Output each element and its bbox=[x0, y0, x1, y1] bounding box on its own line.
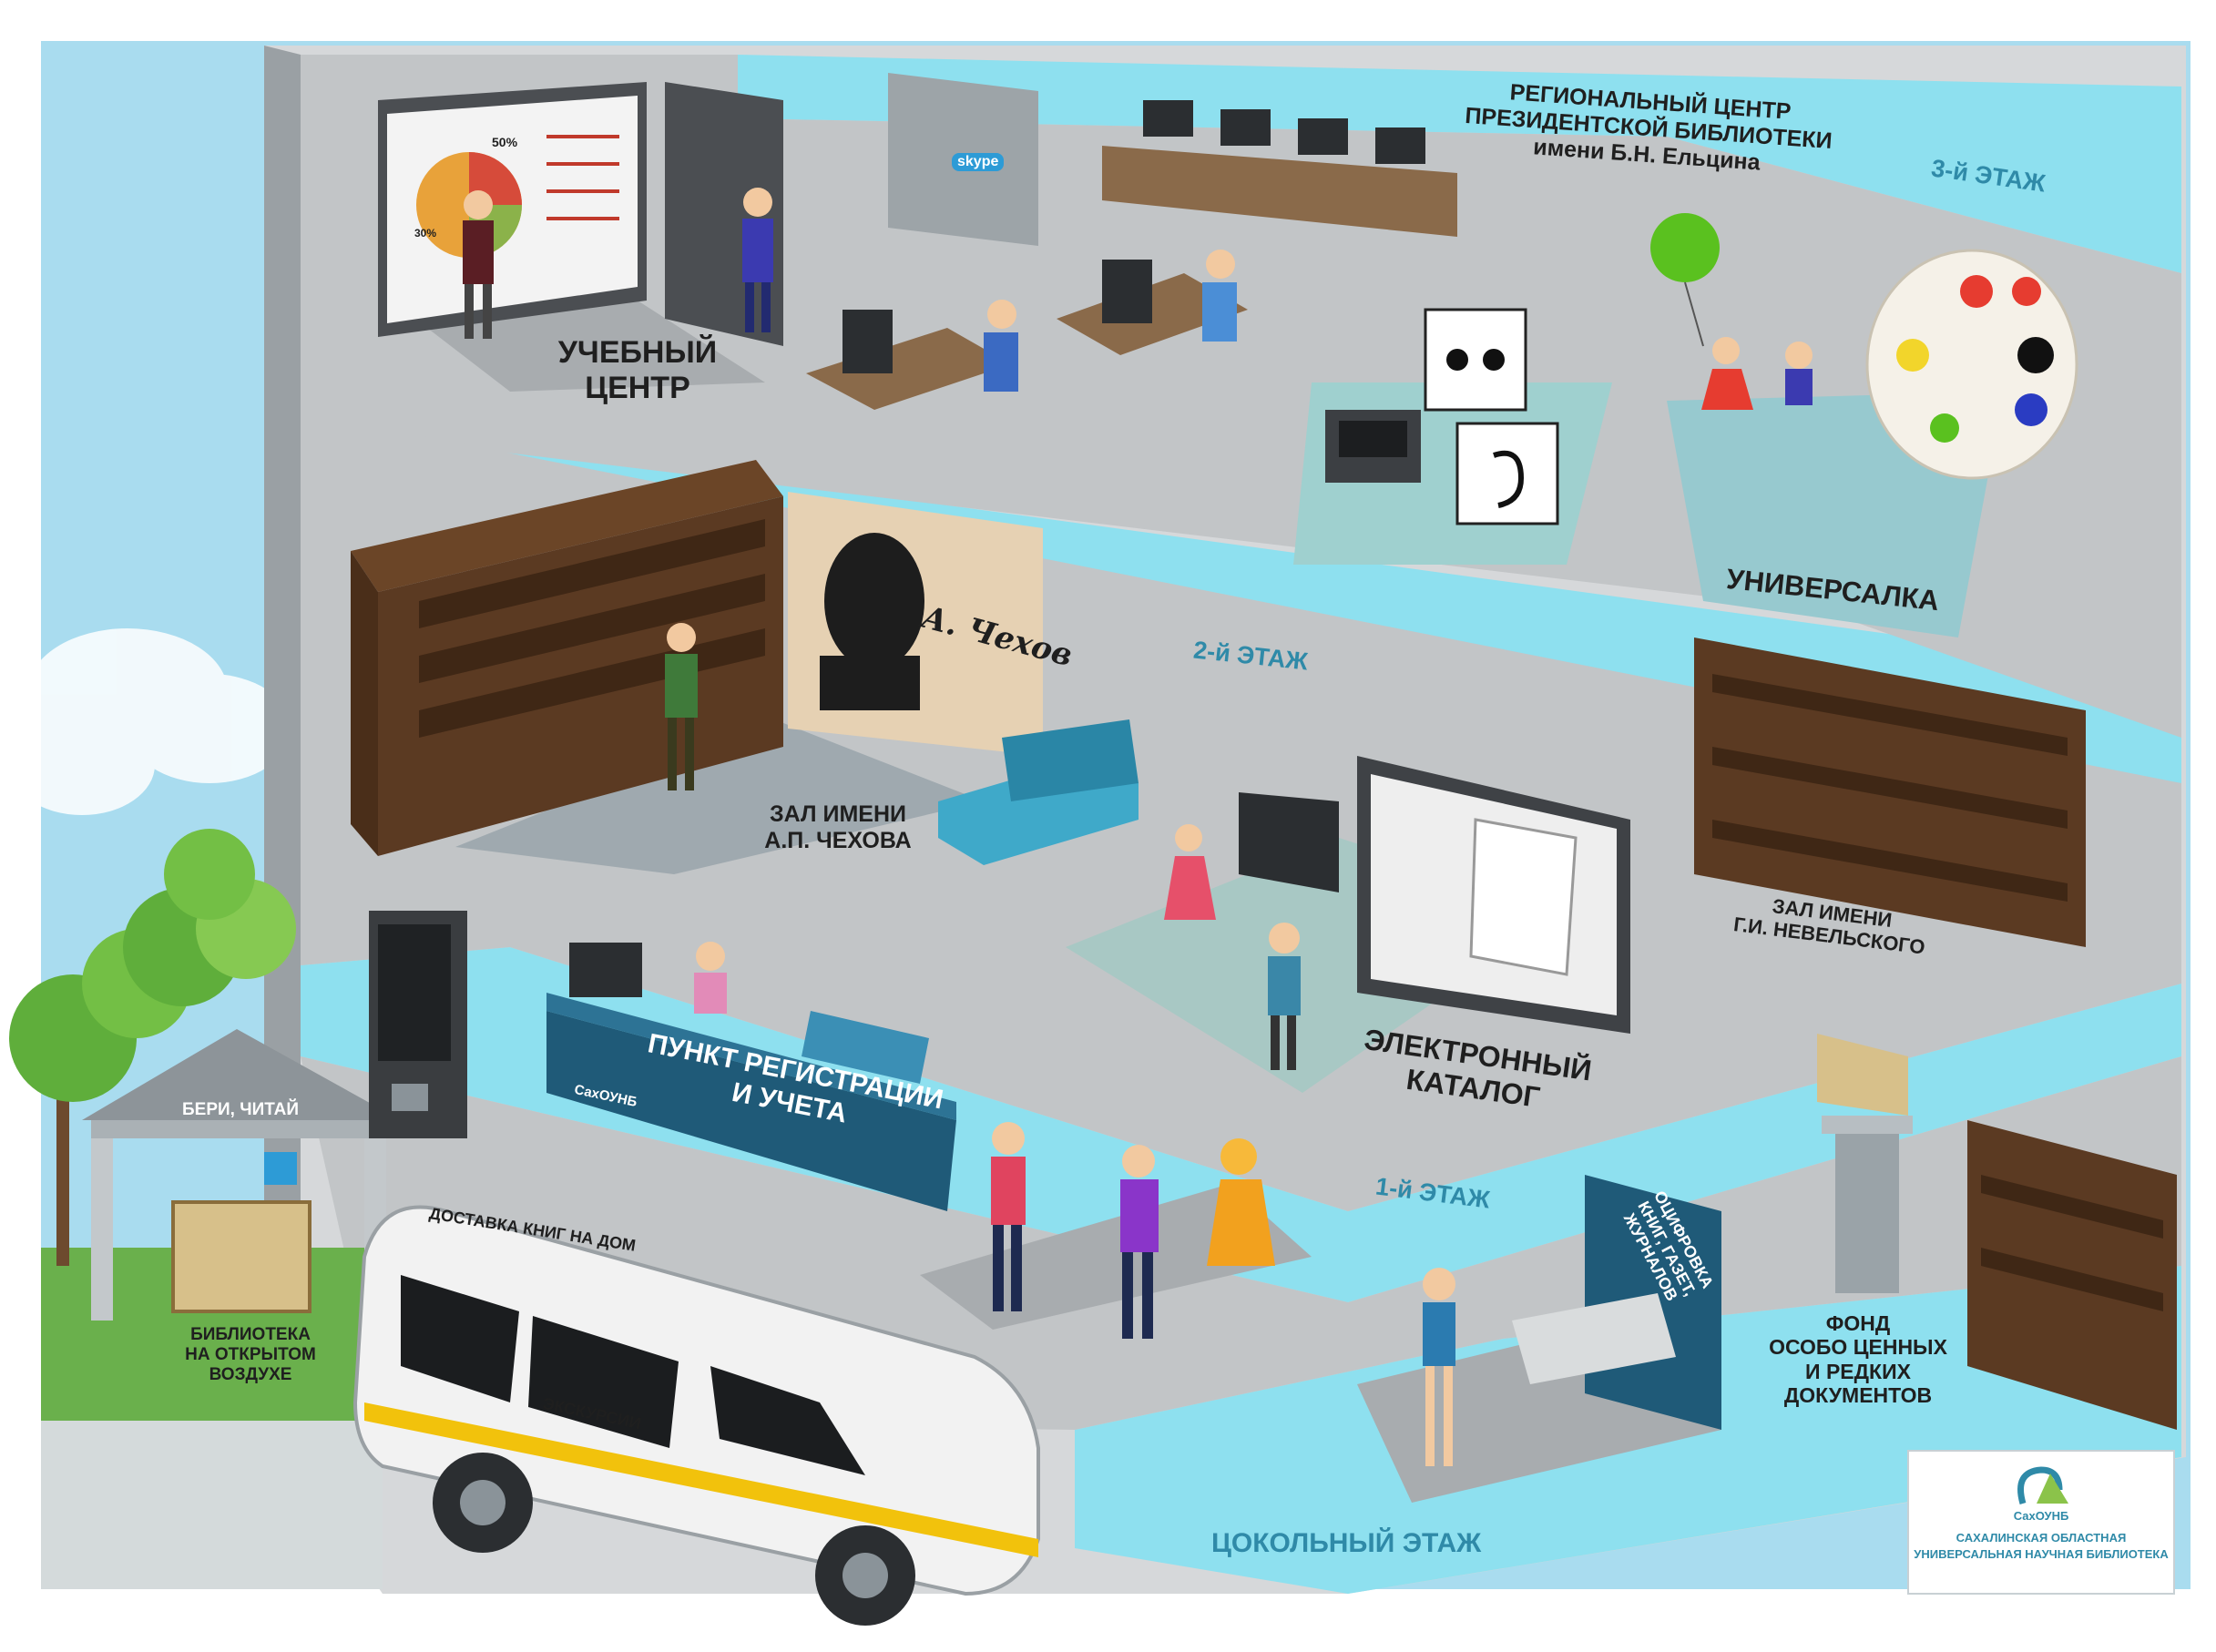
registration-desk-icon bbox=[546, 943, 956, 1211]
chart-label-50: 50% bbox=[492, 135, 518, 149]
tree-icon bbox=[9, 829, 296, 1266]
computer-desk-row-icon bbox=[1102, 100, 1457, 237]
room-open-air-line1: БИБЛИОТЕКА bbox=[190, 1325, 311, 1344]
room-open-air-line3: ВОЗДУХЕ bbox=[209, 1364, 292, 1384]
bookshelf-icon bbox=[1967, 1120, 2177, 1430]
accessibility-icons bbox=[1325, 308, 1559, 525]
bookshelf-icon bbox=[1694, 637, 2086, 947]
delivery-van-icon bbox=[352, 1205, 1040, 1626]
library-logo-name-2: УНИВЕРСАЛЬНАЯ НАУЧНАЯ БИБЛИОТЕКА bbox=[1914, 1547, 2169, 1561]
room-rare-line2: ОСОБО ЦЕННЫХ bbox=[1769, 1335, 1947, 1360]
room-open-air-line2: НА ОТКРЫТОМ bbox=[185, 1344, 316, 1364]
room-chekhov-line2: А.П. ЧЕХОВА bbox=[764, 827, 912, 853]
balloon-icon bbox=[1650, 213, 1720, 347]
library-logo-name-1: САХАЛИНСКАЯ ОБЛАСТНАЯ bbox=[1956, 1531, 2127, 1545]
presentation-screen-icon bbox=[378, 82, 647, 337]
room-training-center: УЧЕБНЫЙ ЦЕНТР bbox=[537, 335, 738, 406]
chart-label-30: 30% bbox=[414, 227, 437, 240]
library-logo: СахОУНБ САХАЛИНСКАЯ ОБЛАСТНАЯ УНИВЕРСАЛЬ… bbox=[1907, 1450, 2175, 1595]
floor-label-basement: ЦОКОЛЬНЫЙ ЭТАЖ bbox=[1211, 1528, 1482, 1558]
skype-logo: skype bbox=[952, 153, 1005, 172]
column-icon bbox=[1817, 1034, 1913, 1293]
pavement bbox=[41, 1421, 383, 1589]
sofa-icon bbox=[938, 719, 1139, 865]
room-rare-line3: И РЕДКИХ bbox=[1805, 1359, 1911, 1383]
room-training-center-line1: УЧЕБНЫЙ bbox=[557, 335, 718, 370]
wall-floor-3 bbox=[738, 55, 2181, 273]
digitization-sign-icon bbox=[1512, 1175, 1721, 1430]
zone-chekhov bbox=[455, 719, 984, 874]
sign-take-read: БЕРИ, ЧИТАЙ bbox=[182, 1100, 300, 1119]
chekhov-portrait-icon bbox=[788, 492, 1043, 756]
room-rare-line4: ДОКУМЕНТОВ bbox=[1783, 1383, 1933, 1408]
paint-palette-icon bbox=[1865, 249, 2078, 480]
library-logo-icon bbox=[2017, 1466, 2068, 1504]
room-chekhov-line1: ЗАЛ ИМЕНИ bbox=[770, 801, 906, 827]
room-rare-line1: ФОНД bbox=[1825, 1311, 1891, 1335]
library-logo-abbr: СахОУНБ bbox=[2013, 1509, 2069, 1523]
wall-floor-1 bbox=[301, 947, 2181, 1302]
workstation-icon bbox=[806, 260, 1248, 410]
room-open-air-library: БИБЛИОТЕКА НА ОТКРЫТОМ ВОЗДУХЕ bbox=[155, 1325, 346, 1385]
clouds bbox=[9, 628, 291, 815]
people-figures bbox=[463, 188, 1813, 1466]
room-chekhov-hall: ЗАЛ ИМЕНИ А.П. ЧЕХОВА bbox=[729, 801, 947, 854]
room-training-center-line2: ЦЕНТР bbox=[585, 371, 690, 406]
catalog-monitor-icon bbox=[1239, 756, 1630, 1034]
room-rare-fund: ФОНД ОСОБО ЦЕННЫХ И РЕДКИХ ДОКУМЕНТОВ bbox=[1753, 1311, 1963, 1408]
vending-machine-icon bbox=[369, 911, 467, 1138]
